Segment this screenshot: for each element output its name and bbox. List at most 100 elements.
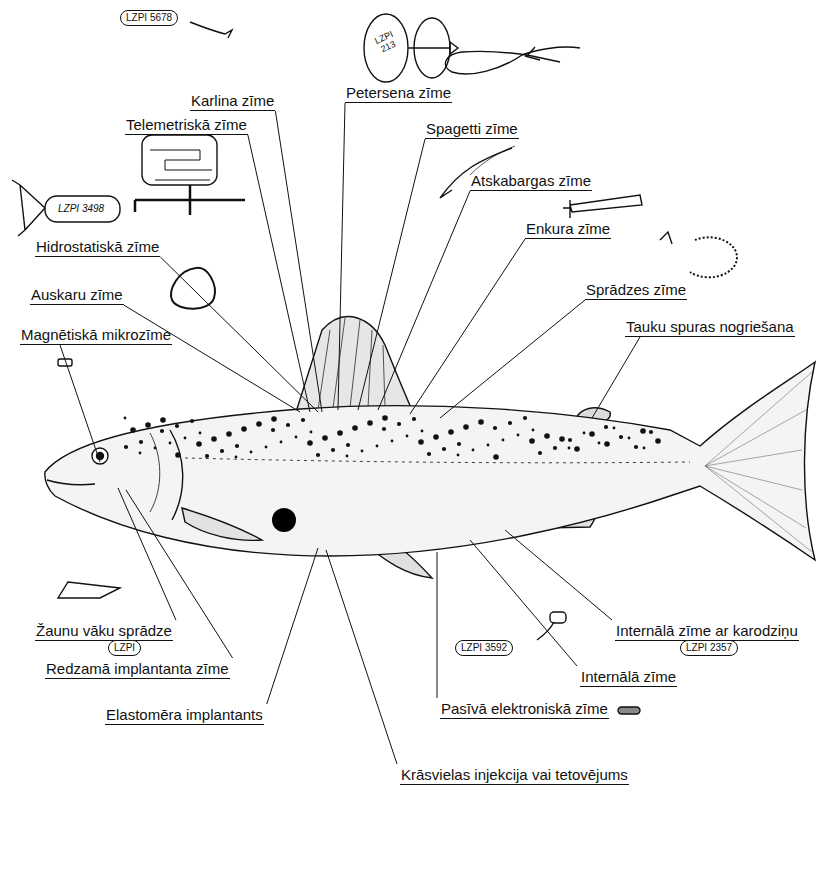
fish-spot	[628, 437, 631, 440]
fish-spot	[265, 446, 268, 449]
fish-spot	[598, 442, 601, 445]
part-label: Auskaru zīme	[30, 286, 124, 305]
fish-spot	[421, 430, 424, 433]
fish-spot	[307, 440, 313, 446]
fish-spot	[226, 431, 232, 437]
fish-spot	[235, 444, 239, 448]
fish-spot	[472, 449, 475, 452]
part-label: Enkura zīme	[525, 220, 611, 239]
part-label: Pasīvā elektroniskā zīme	[440, 700, 609, 719]
fish-spot	[604, 441, 610, 447]
fish-spot	[160, 417, 166, 423]
part-label: Redzamā implantanta zīme	[45, 660, 230, 679]
part-label: Atskabargas zīme	[470, 172, 592, 191]
fish-spot	[184, 437, 187, 440]
fish-spot	[643, 447, 646, 450]
leader-line	[505, 530, 612, 620]
part-label: Petersena zīme	[345, 84, 452, 103]
fish-spot	[250, 451, 253, 454]
fish-spot	[391, 440, 394, 443]
fish-spot	[589, 431, 595, 437]
fish-spot	[604, 425, 608, 429]
fish-spot	[553, 446, 557, 450]
leader-line	[358, 139, 425, 410]
fish-spot	[418, 439, 424, 445]
part-label: Magnētiskā mikrozīme	[20, 326, 172, 345]
fish-spot	[256, 421, 262, 427]
fish-spot	[196, 441, 202, 447]
tag-text: LZPI	[108, 640, 141, 656]
fish-spot	[568, 438, 572, 442]
fish-spot	[406, 435, 409, 438]
fish-spot	[235, 456, 238, 459]
fish-spot	[532, 429, 535, 432]
fish-spot	[271, 428, 275, 432]
fish-spot	[175, 424, 179, 428]
fish-spot	[361, 450, 364, 453]
fish-spot	[448, 429, 454, 435]
fish-spot	[280, 441, 283, 444]
fish-spot	[139, 452, 142, 455]
fish-spot	[574, 446, 580, 452]
tag-text: LZPI 3498	[58, 203, 104, 215]
fish-spot	[568, 447, 571, 450]
leader-line	[410, 239, 525, 414]
fish-spot	[640, 428, 646, 434]
leader-line	[275, 111, 322, 412]
fish-spot	[382, 427, 386, 431]
part-label: Sprādzes zīme	[585, 281, 687, 300]
leader-line	[124, 305, 300, 412]
fish-spot	[124, 445, 128, 449]
fish-spot	[376, 445, 379, 448]
fish-spot	[130, 427, 136, 433]
fish-spot	[295, 436, 298, 439]
fish-spot	[412, 417, 416, 421]
fish-spot	[427, 452, 431, 456]
fish-spot	[316, 453, 320, 457]
fish-spot	[502, 439, 505, 442]
part-label: Žaunu vāku sprādze	[35, 622, 173, 641]
leader-line	[592, 337, 640, 418]
fish-spot	[337, 430, 343, 436]
leader-line	[338, 103, 345, 410]
fish-spot	[649, 430, 653, 434]
fish-spot	[154, 447, 157, 450]
fish-spot	[508, 421, 512, 425]
fish-spot	[190, 419, 194, 423]
tag-text: LZPI 3592	[455, 640, 513, 656]
leader-line	[160, 257, 318, 412]
fish-spot	[331, 448, 335, 452]
fish-spot	[523, 416, 527, 420]
fish-spot	[463, 424, 469, 430]
fish-spot	[139, 440, 143, 444]
fish-spot	[538, 451, 542, 455]
fish-spot	[301, 418, 305, 422]
fish-spot	[442, 447, 446, 451]
fish-spot	[286, 423, 290, 427]
leader-line	[326, 550, 397, 764]
fish-spot	[613, 427, 616, 430]
fish-spot	[205, 454, 209, 458]
fish-spot	[559, 436, 565, 442]
part-label: Internālā zīme ar karodziņu	[615, 622, 799, 641]
fish-spot	[175, 452, 181, 458]
fish-spot	[457, 442, 461, 446]
fish-spot	[220, 449, 224, 453]
fish-spot	[346, 455, 349, 458]
leader-line	[437, 552, 438, 698]
fish-spot	[583, 432, 586, 435]
tag-text: LZPI 213	[368, 27, 404, 58]
leader-line	[248, 135, 310, 412]
part-label: Elastomēra implantants	[105, 706, 264, 725]
part-label: Telemetriskā zīme	[125, 116, 248, 135]
part-label: Hidrostatiskā zīme	[35, 238, 160, 257]
fish-spot	[517, 434, 520, 437]
part-label: Spagetti zīme	[425, 120, 519, 139]
fish-spot	[199, 432, 202, 435]
leader-line	[60, 345, 100, 462]
fish-spot	[397, 422, 401, 426]
fish-spot	[322, 435, 328, 441]
leader-line	[267, 548, 318, 704]
fish-spot	[211, 436, 217, 442]
fish-spot	[310, 431, 313, 434]
